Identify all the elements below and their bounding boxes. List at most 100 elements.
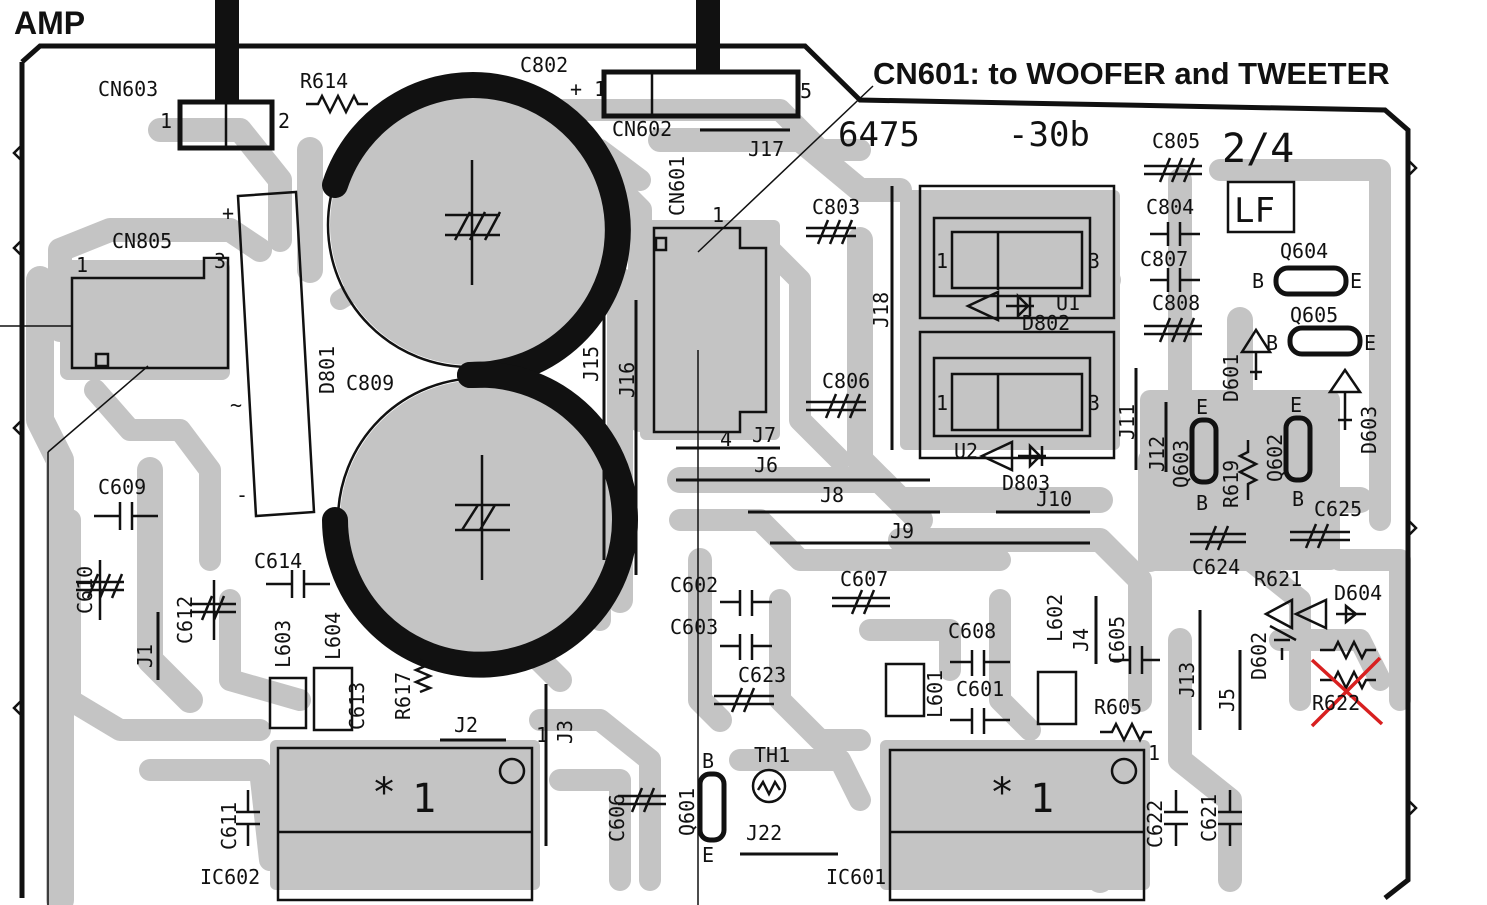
label-c605: C605	[1105, 616, 1129, 664]
label-l604: L604	[321, 612, 345, 660]
label-q604: Q604	[1280, 239, 1328, 263]
cn805-copper	[60, 260, 230, 380]
th1-thermistor	[751, 768, 787, 804]
label-c606: C606	[605, 794, 629, 842]
pin-cn603-2: 2	[278, 109, 290, 133]
c805-symbol	[1144, 157, 1202, 183]
pin-ic602-1: 1	[536, 723, 548, 747]
label-d603: D603	[1357, 406, 1381, 454]
pin-cn602-1: + 1	[570, 77, 606, 101]
c809-capacitor	[322, 72, 638, 678]
sheet-number: 2/4	[1222, 126, 1294, 172]
c809-upper-copper	[330, 85, 610, 365]
c625-symbol	[1290, 523, 1350, 549]
pin-d801-minus: -	[236, 483, 248, 507]
label-d801: D801	[315, 346, 339, 394]
r605-symbol	[1100, 721, 1152, 743]
label-c608: C608	[948, 619, 996, 643]
board-outline	[12, 43, 1418, 900]
pin-cn805-1: 1	[76, 253, 88, 277]
pin-q602-e: E	[1290, 393, 1302, 417]
cn601-copper	[640, 220, 780, 440]
label-d802: D802	[1022, 311, 1070, 335]
label-j11: J11	[1115, 404, 1139, 440]
label-c611: C611	[217, 802, 241, 850]
l601-body	[884, 662, 926, 718]
r621-symbol	[1320, 639, 1376, 661]
r619-symbol	[1237, 440, 1259, 500]
label-c613: C613	[345, 682, 369, 730]
r614-symbol	[306, 93, 368, 115]
pin-q604-b: B	[1252, 269, 1264, 293]
label-l602: L602	[1043, 594, 1067, 642]
label-c607: C607	[840, 567, 888, 591]
c611-symbol	[236, 790, 260, 846]
ic602-pin-one: 1	[412, 776, 436, 822]
pin-cn601-1: 1	[712, 203, 724, 227]
label-c621: C621	[1197, 794, 1221, 842]
cn603-connector	[177, 99, 275, 151]
label-u1: U1	[1056, 291, 1080, 315]
l602-body	[1036, 670, 1078, 726]
c603-symbol	[720, 634, 772, 660]
label-r622: R622	[1312, 691, 1360, 715]
pin-q603-e: E	[1196, 395, 1208, 419]
l603-body	[268, 676, 308, 730]
d603-symbol	[1327, 367, 1363, 430]
label-c609: C609	[98, 475, 146, 499]
pin-q604-e: E	[1350, 269, 1362, 293]
pin-u2-3: 3	[1088, 391, 1100, 415]
c610-symbol	[76, 560, 124, 620]
regulator-copper	[900, 190, 1120, 450]
pin-ic601-1: 1	[1148, 741, 1160, 765]
cn601-connector	[652, 226, 768, 434]
ic601-pin-one: 1	[1030, 776, 1054, 822]
label-j18: J18	[869, 292, 893, 328]
diodes	[965, 290, 1366, 660]
label-c623: C623	[738, 663, 786, 687]
label-r605: R605	[1094, 695, 1142, 719]
jumper-wires	[156, 128, 1242, 856]
label-c622: C622	[1143, 800, 1167, 848]
label-c805: C805	[1152, 129, 1200, 153]
channel-label: LF	[1234, 191, 1275, 231]
pin-q602-b: B	[1292, 487, 1304, 511]
labels: AMP CN601: to WOOFER and TWEETER 6475 -3…	[14, 5, 1390, 889]
label-c803: C803	[812, 195, 860, 219]
resistors	[306, 93, 1376, 743]
label-l601: L601	[923, 670, 947, 718]
cn602-cable	[696, 0, 720, 72]
cn602-connector	[601, 69, 801, 119]
label-d601: D601	[1219, 354, 1243, 402]
label-q602: Q602	[1263, 434, 1287, 482]
label-j2: J2	[454, 713, 478, 737]
label-ic602: IC602	[200, 865, 260, 889]
pin-u1-3: 3	[1088, 249, 1100, 273]
label-c807: C807	[1140, 247, 1188, 271]
callout-leaders	[0, 85, 874, 905]
label-c806: C806	[822, 369, 870, 393]
label-l603: L603	[271, 620, 295, 668]
d801-bridge	[236, 190, 316, 518]
ic602-star: *	[372, 770, 396, 816]
regulator-u2	[918, 330, 1116, 460]
label-q601: Q601	[675, 788, 699, 836]
label-d604: D604	[1334, 581, 1382, 605]
label-c614: C614	[254, 549, 302, 573]
c614-symbol	[266, 570, 330, 598]
label-j5: J5	[1215, 688, 1239, 712]
label-r619: R619	[1219, 460, 1243, 508]
c803-symbol	[806, 219, 856, 245]
label-j13: J13	[1175, 662, 1199, 698]
pin-cn603-1: 1	[160, 109, 172, 133]
label-r614: R614	[300, 69, 348, 93]
pin-cn805-3: 3	[214, 249, 226, 273]
label-q605: Q605	[1290, 303, 1338, 327]
label-j3: J3	[553, 720, 577, 744]
pin-q605-e: E	[1364, 331, 1376, 355]
q605-body	[1287, 325, 1363, 357]
label-c612: C612	[173, 596, 197, 644]
c606-symbol	[618, 787, 666, 813]
label-r617: R617	[391, 672, 415, 720]
label-j16: J16	[615, 362, 639, 398]
